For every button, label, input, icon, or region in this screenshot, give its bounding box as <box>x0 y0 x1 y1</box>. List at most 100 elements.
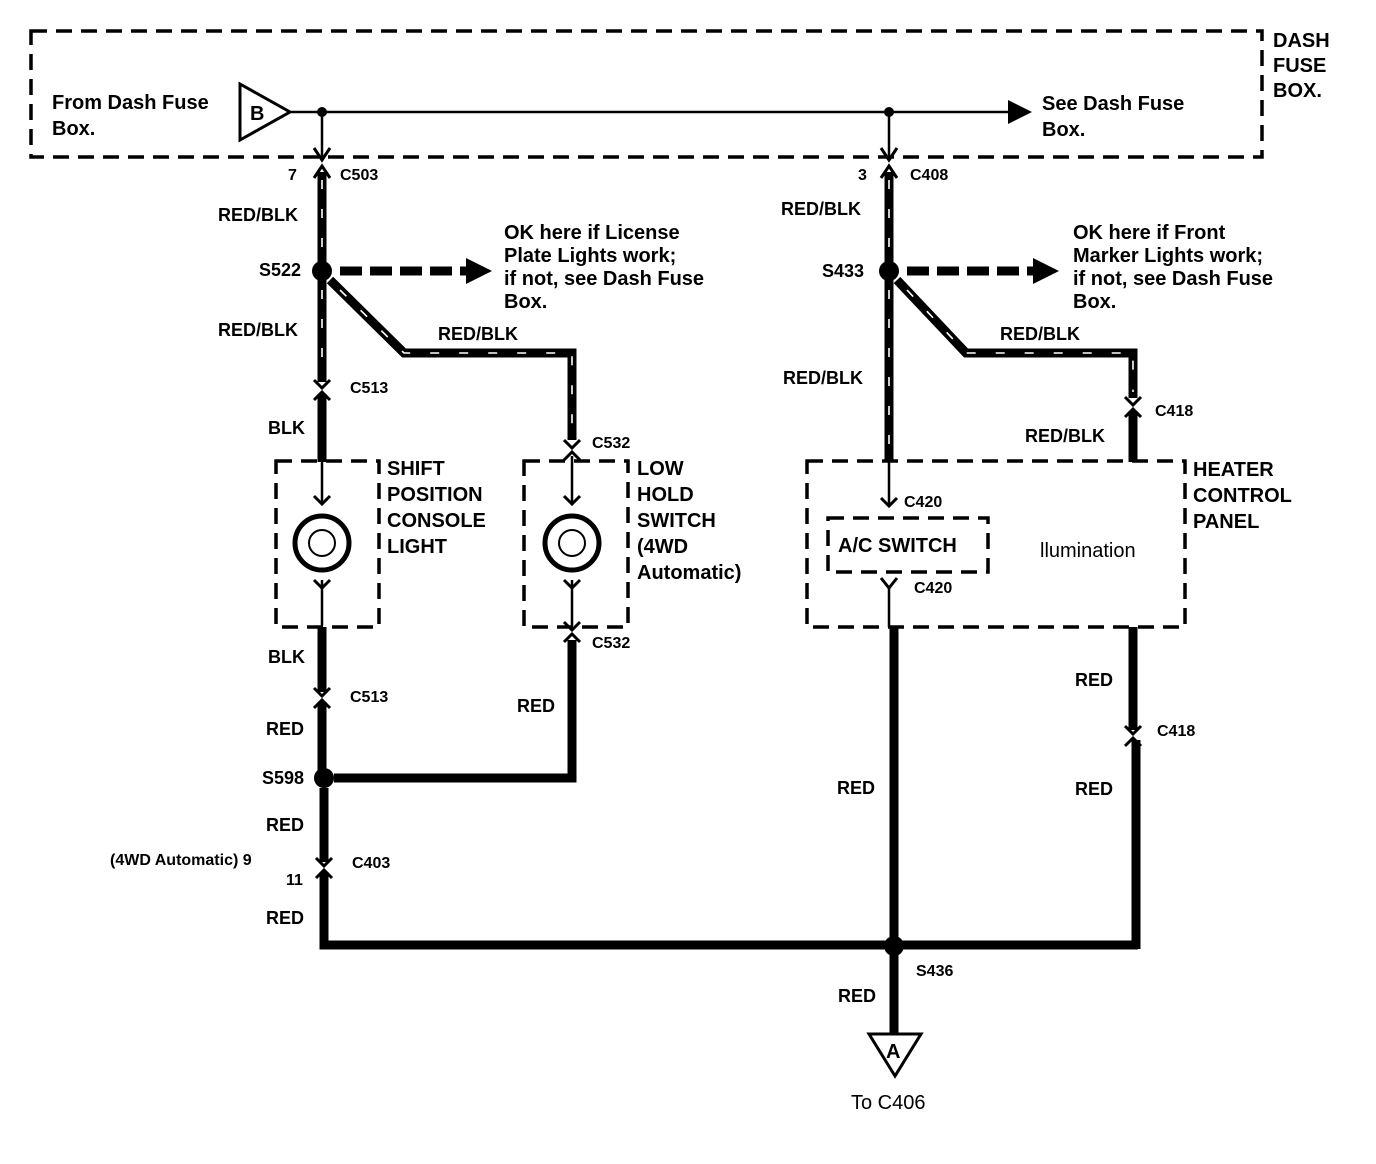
c420-bottom-pin <box>879 577 899 591</box>
c418-top-label: C418 <box>1155 403 1193 420</box>
shift-light-label-1: SHIFT <box>387 458 445 480</box>
low-hold-pin-bottom <box>562 578 582 591</box>
splice-s433-label: S433 <box>822 261 864 281</box>
fuse-box-title-2: FUSE <box>1273 55 1326 77</box>
c403-pin: 11 <box>286 872 303 889</box>
low-hold-label-5: Automatic) <box>637 562 741 584</box>
wire-label-red-out: RED <box>838 986 876 1006</box>
c503-connector-top <box>312 147 332 163</box>
wire-label-blk-top: BLK <box>268 418 305 438</box>
c418-bottom-label: C418 <box>1157 723 1195 740</box>
bus-arrow-head <box>1008 100 1032 124</box>
wire-label-s433-diag: RED/BLK <box>1000 324 1080 344</box>
c408-b <box>879 163 899 179</box>
c532-bottom-b <box>562 631 582 644</box>
wire-label-c503: RED/BLK <box>218 205 298 225</box>
shift-light-bulb <box>292 513 352 573</box>
c503-label: C503 <box>340 167 378 184</box>
source-connector-b <box>238 81 294 143</box>
splice-s433 <box>879 261 899 281</box>
splice-s436-label: S436 <box>916 963 953 980</box>
c403-a <box>314 856 334 869</box>
wire-label-red-right-1: RED <box>1075 670 1113 690</box>
s522-note-3: if not, see Dash Fuse <box>504 268 704 290</box>
wire-label-s522-diag: RED/BLK <box>438 324 518 344</box>
s433-note-3: if not, see Dash Fuse <box>1073 268 1273 290</box>
output-connector-a <box>866 1032 924 1079</box>
c513-bottom-b <box>312 697 332 710</box>
ac-switch-label: A/C SWITCH <box>838 535 957 557</box>
dest-note-2: Box. <box>1042 119 1085 141</box>
s433-note-1: OK here if Front <box>1073 222 1226 244</box>
c532-top-a <box>562 438 582 451</box>
c513-top-label: C513 <box>350 380 388 397</box>
c503-pin: 7 <box>288 167 297 184</box>
c418-top-a <box>1123 395 1143 408</box>
shift-light-pin-bottom <box>312 578 332 591</box>
c418-top-b <box>1123 406 1143 419</box>
shift-light-label-3: CONSOLE <box>387 510 486 532</box>
c503-connector-bottom <box>312 163 332 179</box>
heater-panel-label-2: CONTROL <box>1193 485 1292 507</box>
wire-label-s522-down: RED/BLK <box>218 320 298 340</box>
source-text-1: From Dash Fuse <box>52 92 209 114</box>
low-hold-label-1: LOW <box>637 458 684 480</box>
output-note: To C406 <box>851 1092 926 1114</box>
s522-check-arrow <box>466 258 492 284</box>
low-hold-label-2: HOLD <box>637 484 694 506</box>
c532-top-label: C532 <box>592 435 630 452</box>
low-hold-pin-top <box>562 494 582 507</box>
shift-light-label-4: LIGHT <box>387 536 447 558</box>
wire-label-c418: RED/BLK <box>1025 426 1105 446</box>
dash-fuse-box-outline <box>29 29 1264 159</box>
low-hold-label-4: (4WD <box>637 536 688 558</box>
c418-bottom-a <box>1123 724 1143 737</box>
wire-label-blk-bottom: BLK <box>268 647 305 667</box>
s522-note-2: Plate Lights work; <box>504 245 676 267</box>
splice-s522 <box>312 261 332 281</box>
wire-c403-s436 <box>319 872 1138 950</box>
fuse-box-title-1: DASH <box>1273 30 1330 52</box>
c420-top-pin <box>879 496 899 509</box>
ac-switch-box <box>826 516 990 574</box>
low-hold-wire-red: RED <box>517 696 555 716</box>
source-text-2: Box. <box>52 118 95 140</box>
splice-s522-label: S522 <box>259 260 301 280</box>
wire-label-red-2: RED <box>266 815 304 835</box>
shift-light-label-2: POSITION <box>387 484 483 506</box>
s433-note-2: Marker Lights work; <box>1073 245 1263 267</box>
c403-note: (4WD Automatic) 9 <box>110 852 252 869</box>
c513-bottom-label: C513 <box>350 689 388 706</box>
c403-label: C403 <box>352 855 390 872</box>
wire-label-red-1: RED <box>266 719 304 739</box>
c513-top-b <box>312 389 332 402</box>
splice-s598-label: S598 <box>262 768 304 788</box>
low-hold-label-3: SWITCH <box>637 510 716 532</box>
c420-top-label: C420 <box>904 494 942 511</box>
low-hold-box <box>522 459 630 629</box>
shift-light-pin-top <box>312 494 332 507</box>
wire-label-s433-down: RED/BLK <box>783 368 863 388</box>
s522-note-1: OK here if License <box>504 222 680 244</box>
low-hold-bulb-inner <box>558 529 586 557</box>
c408-pin: 3 <box>858 167 867 184</box>
s433-check-arrow <box>1033 258 1059 284</box>
source-connector-letter: B <box>250 103 264 125</box>
output-connector-letter: A <box>886 1041 900 1063</box>
shift-light-bulb-inner <box>308 529 336 557</box>
wire-label-red-right-2: RED <box>1075 779 1113 799</box>
stripe-s522-low-hold <box>339 289 573 430</box>
c532-bottom-a <box>562 620 582 633</box>
c513-top-a <box>312 378 332 391</box>
illumination-label: llumination <box>1040 540 1136 562</box>
heater-panel-label-1: HEATER <box>1193 459 1274 481</box>
wire-label-c408: RED/BLK <box>781 199 861 219</box>
s522-note-4: Box. <box>504 291 547 313</box>
c513-bottom-a <box>312 686 332 699</box>
c420-bottom-label: C420 <box>914 580 952 597</box>
c532-bottom-label: C532 <box>592 635 630 652</box>
c403-b <box>314 867 334 880</box>
wire-label-red-center: RED <box>837 778 875 798</box>
fuse-box-title-3: BOX. <box>1273 80 1322 102</box>
